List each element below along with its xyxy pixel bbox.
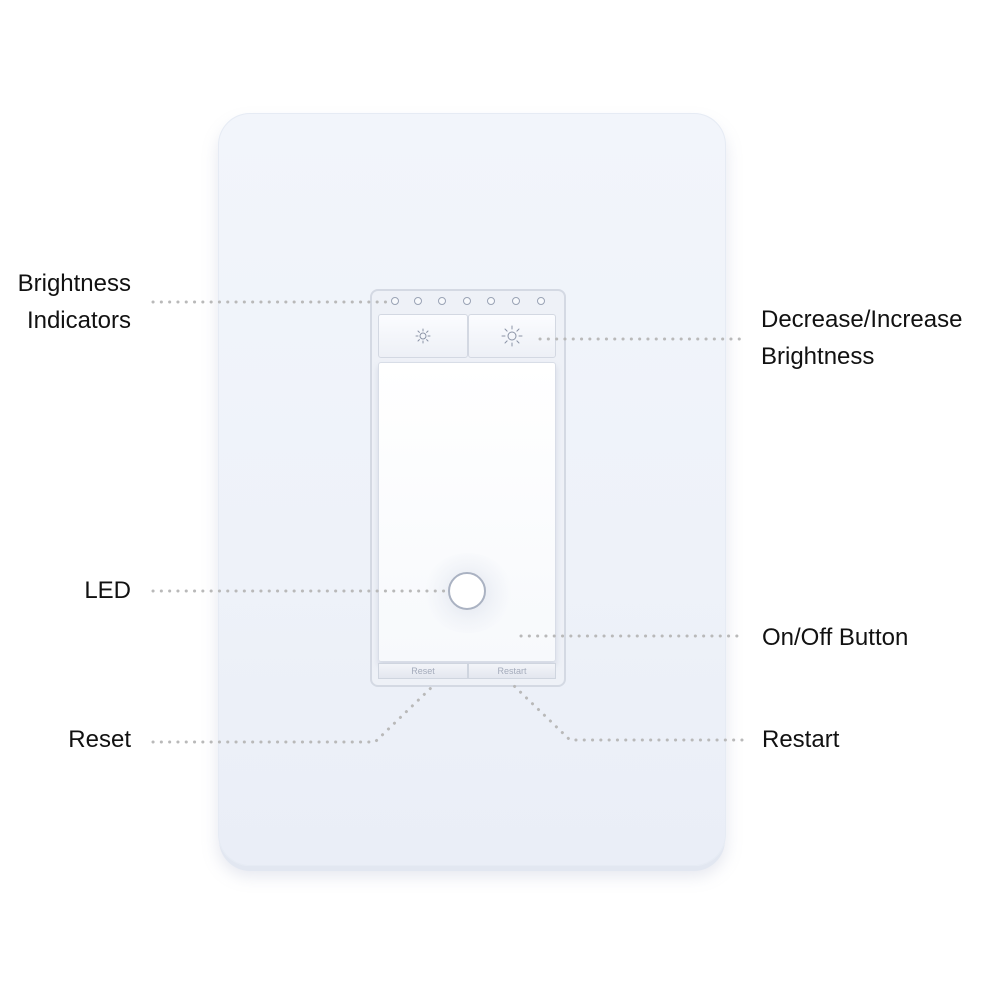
- restart-key-text: Restart: [497, 666, 527, 676]
- brightness-indicator-dot: [487, 297, 495, 305]
- brightness-indicator-dot: [438, 297, 446, 305]
- sun-large-icon: [501, 325, 523, 347]
- restart-leader: [508, 680, 744, 742]
- brightness-indicators-label-line1: Brightness: [17, 270, 131, 297]
- restart-button[interactable]: Restart: [468, 663, 556, 679]
- decrease-brightness-button[interactable]: [378, 314, 468, 358]
- led-indicator: [448, 572, 486, 610]
- brightness-indicators-label: Brightness Indicators: [0, 265, 131, 339]
- restart-label: Restart: [762, 726, 840, 753]
- reset-label: Reset: [68, 726, 131, 753]
- reset-key-text: Reset: [411, 666, 435, 676]
- brightness-indicator-dot: [414, 297, 422, 305]
- reset-button[interactable]: Reset: [378, 663, 468, 679]
- brightness-indicator-dot: [537, 297, 545, 305]
- brightness-indicators-label-line2: Indicators: [26, 307, 131, 334]
- brightness-indicator-dot: [512, 297, 520, 305]
- on-off-button-label: On/Off Button: [762, 624, 909, 651]
- brightness-indicator-dot: [391, 297, 399, 305]
- led-label: LED: [84, 577, 131, 604]
- brightness-control-label: Decrease/Increase Brightness: [761, 301, 962, 375]
- brightness-indicator-dot: [463, 297, 471, 305]
- reset-leader: [151, 682, 437, 744]
- increase-brightness-button[interactable]: [468, 314, 556, 358]
- brightness-control-label-line2: Brightness: [761, 343, 875, 370]
- brightness-control-label-line1: Decrease/Increase: [761, 306, 963, 333]
- sun-small-icon: [415, 328, 431, 344]
